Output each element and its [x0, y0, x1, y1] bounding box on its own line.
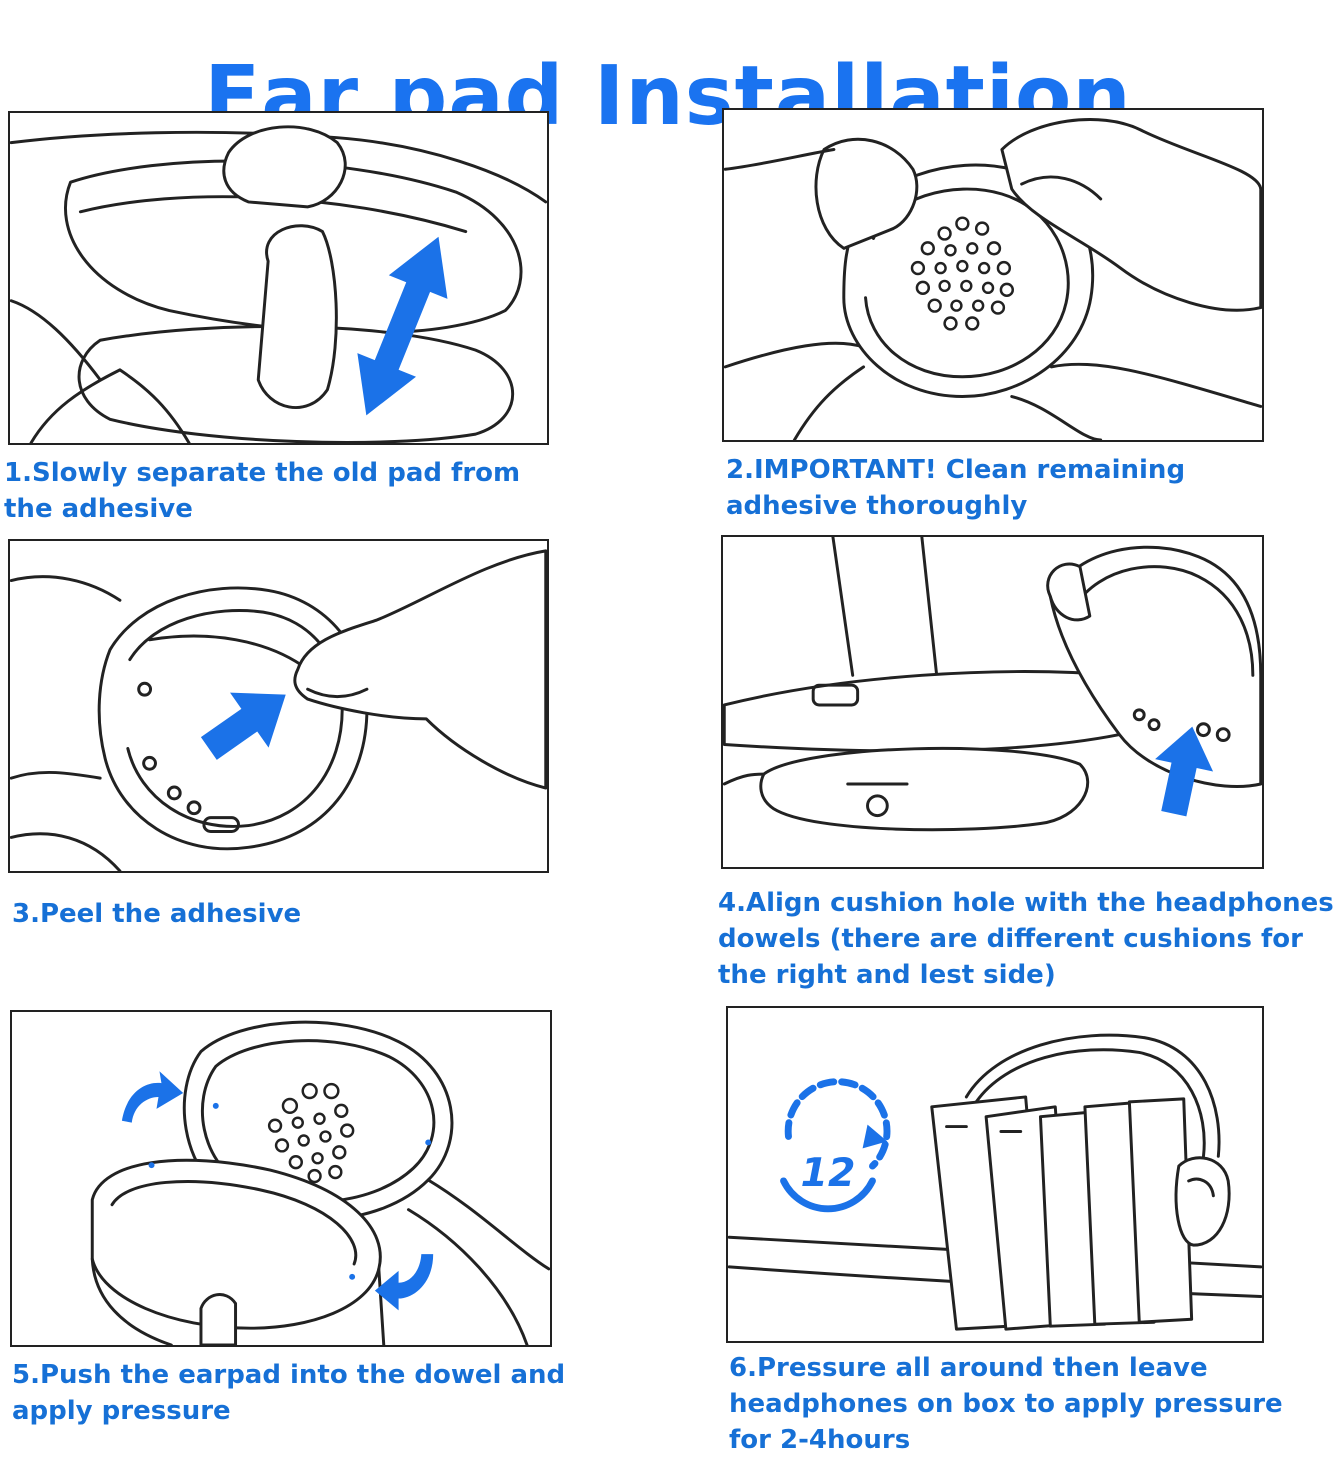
rotate-arrow-icon — [374, 1254, 434, 1311]
clean-adhesive-drawing — [724, 118, 1262, 440]
clock-12-icon: 12 — [780, 1078, 891, 1213]
peel-adhesive-drawing — [10, 549, 547, 871]
step-5-caption: 5.Push the earpad into the dowel and app… — [12, 1360, 566, 1426]
clock-number: 12 — [801, 1150, 856, 1196]
speaker-grille-icon — [267, 1082, 355, 1184]
separate-pad-drawing — [10, 125, 547, 443]
step-4-illustration — [721, 535, 1264, 869]
step-1-caption: 1.Slowly separate the old pad from the a… — [4, 458, 521, 524]
step-3-caption: 3.Peel the adhesive — [12, 899, 302, 929]
arrow-icon — [1155, 726, 1214, 817]
step-5-illustration — [10, 1010, 552, 1347]
pressure-box-drawing: 12 — [728, 1033, 1262, 1331]
step-2-illustration — [722, 108, 1264, 442]
speaker-grille-icon — [910, 216, 1014, 331]
push-earpad-drawing — [90, 1020, 550, 1345]
step-1-illustration — [8, 111, 549, 445]
step-4-caption: 4.Align cushion hole with the headphones… — [718, 888, 1334, 990]
step-2-caption: 2.IMPORTANT! Clean remaining adhesive th… — [726, 455, 1186, 521]
step-6-illustration: 12 — [726, 1006, 1264, 1343]
step-3-illustration — [8, 539, 549, 873]
align-dowels-drawing — [723, 537, 1262, 832]
double-arrow-icon — [357, 236, 448, 416]
step-6-caption: 6.Pressure all around then leave headpho… — [729, 1353, 1283, 1455]
rotate-arrow-icon — [121, 1071, 184, 1123]
arrow-icon — [200, 692, 286, 760]
